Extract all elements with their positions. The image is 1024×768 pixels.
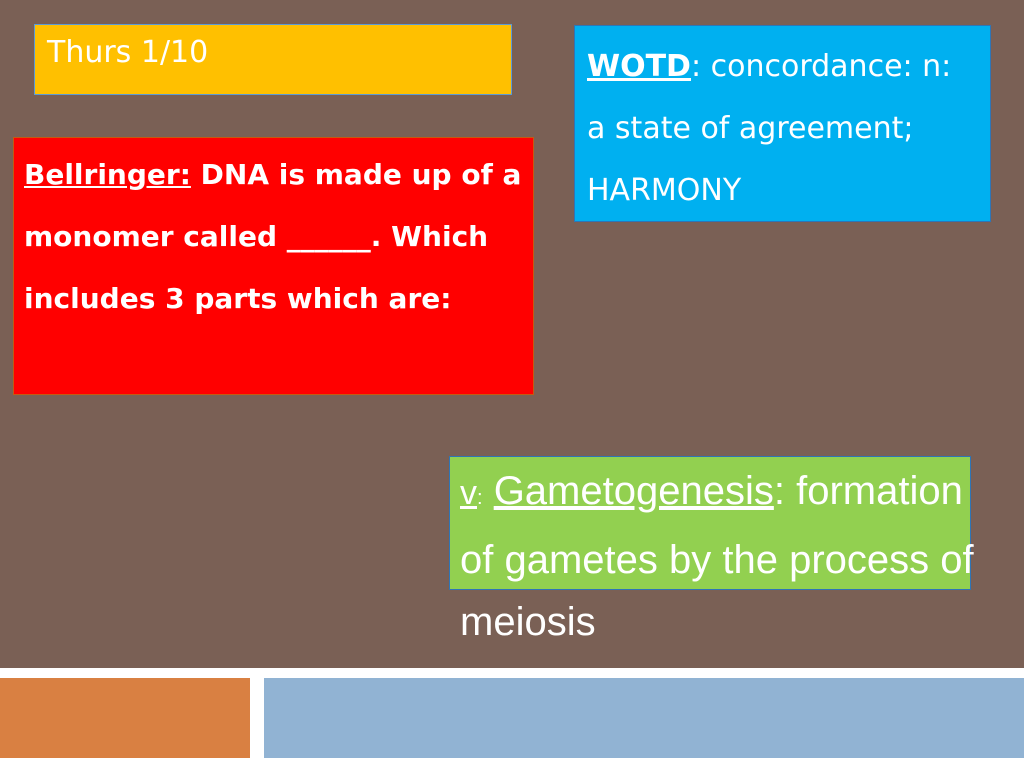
bellringer-label: Bellringer: bbox=[24, 158, 191, 191]
footer-blue-block bbox=[264, 678, 1024, 758]
wotd-synonym: HARMONY bbox=[587, 173, 742, 208]
bellringer-question: DNA is made up of a monomer called _____… bbox=[24, 158, 522, 315]
wotd-word: : concordance: n: bbox=[690, 49, 952, 84]
vocab-definition: formation of gametes by the process of m… bbox=[460, 469, 974, 644]
bellringer-box: Bellringer: DNA is made up of a monomer … bbox=[13, 137, 534, 395]
footer-orange-block bbox=[0, 678, 250, 758]
vocab-bullet: v bbox=[460, 474, 477, 512]
word-of-the-day-box: WOTD: concordance: n: a state of agreeme… bbox=[574, 25, 991, 222]
vocab-bullet-colon: : bbox=[477, 487, 483, 509]
vocab-box bbox=[449, 456, 971, 590]
date-box: Thurs 1/10 bbox=[34, 24, 512, 95]
wotd-definition: a state of agreement; bbox=[587, 111, 914, 146]
vocab-term-colon: : bbox=[773, 469, 785, 513]
vocab-term: Gametogenesis bbox=[493, 469, 774, 513]
wotd-label: WOTD bbox=[587, 49, 691, 84]
vocab-text: v: Gametogenesis: formation of gametes b… bbox=[460, 460, 980, 653]
date-text: Thurs 1/10 bbox=[47, 35, 209, 70]
